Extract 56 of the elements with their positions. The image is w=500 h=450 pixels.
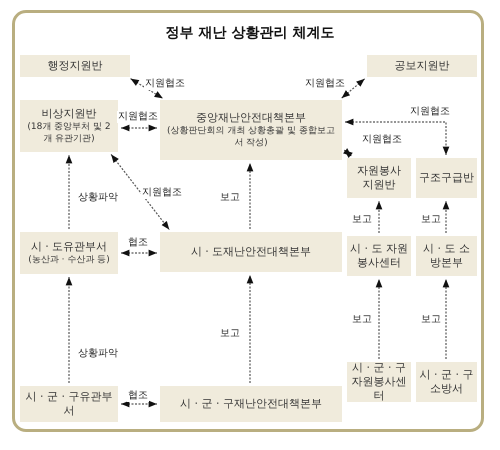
box-title: 중앙재난안전대책본부: [196, 111, 306, 125]
diagram-title: 정부 재난 상황관리 체계도: [164, 24, 336, 42]
box-title: 시 · 도 자원봉사센터: [350, 242, 408, 270]
edge-label: 지원협조: [141, 187, 183, 199]
department-box: [347, 236, 411, 276]
box-subtitle: (농산과 · 수산과 등): [28, 254, 110, 266]
department-box: [20, 55, 130, 77]
edge-label: 협조: [127, 237, 149, 249]
arrow: [121, 400, 157, 408]
edge-label: 지원협조: [409, 106, 451, 118]
department-box: [160, 386, 342, 422]
arrow: [442, 201, 450, 233]
arrow: [341, 78, 366, 99]
arrow: [246, 275, 254, 383]
arrow: [376, 201, 382, 233]
box-title: 시 · 군 · 구재난안전대책본부: [180, 397, 322, 411]
department-box: [416, 362, 477, 402]
department-box: [416, 236, 477, 276]
arrow: [246, 163, 254, 229]
edge-label: 지원협조: [361, 134, 403, 146]
box-title: 자원봉사 지원반: [356, 164, 402, 192]
arrow: [66, 277, 72, 383]
box-title: 시 · 도유관부서: [30, 240, 108, 254]
arrow: [342, 148, 353, 158]
arrow: [66, 155, 72, 229]
arrow: [121, 250, 157, 256]
box-subtitle: (18개 중앙부처 및 2개 유관기관): [26, 121, 112, 145]
edge-label: 상황파악: [77, 192, 119, 204]
box-subtitle: (상황판단회의 개최 상황총괄 및 종합보고서 작성): [166, 125, 336, 149]
edge-label: 지원협조: [304, 78, 346, 90]
box-title: 시 · 군 · 구유관부서: [24, 390, 114, 418]
edge-label: 협조: [127, 390, 149, 402]
box-title: 공보지원반: [394, 59, 450, 73]
arrow: [130, 78, 164, 99]
box-title: 구조구급반: [419, 171, 474, 185]
box-title: 시 · 군 · 구 자원봉사센터: [350, 361, 408, 403]
box-title: 시 · 도 소방본부: [422, 242, 471, 270]
edge-label: 지원협조: [117, 111, 159, 123]
arrow: [110, 154, 170, 230]
box-title: 시 · 도재난안전대책본부: [190, 245, 312, 259]
arrow: [121, 124, 157, 132]
department-box: [20, 100, 118, 152]
arrow: [442, 279, 450, 359]
department-box: [160, 232, 342, 272]
department-box: [367, 55, 477, 77]
edge-label: 상황파악: [77, 348, 119, 360]
department-box: [20, 232, 118, 274]
arrow: [376, 279, 382, 359]
arrow: [345, 118, 450, 155]
box-title: 행정지원반: [48, 59, 102, 73]
box-title: 비상지원반: [42, 107, 96, 121]
department-box: [160, 100, 342, 160]
department-box: [347, 158, 411, 198]
department-box: [416, 158, 477, 198]
edge-label: 지원협조: [144, 78, 186, 90]
box-title: 시 · 군 · 구 소방서: [419, 368, 474, 396]
